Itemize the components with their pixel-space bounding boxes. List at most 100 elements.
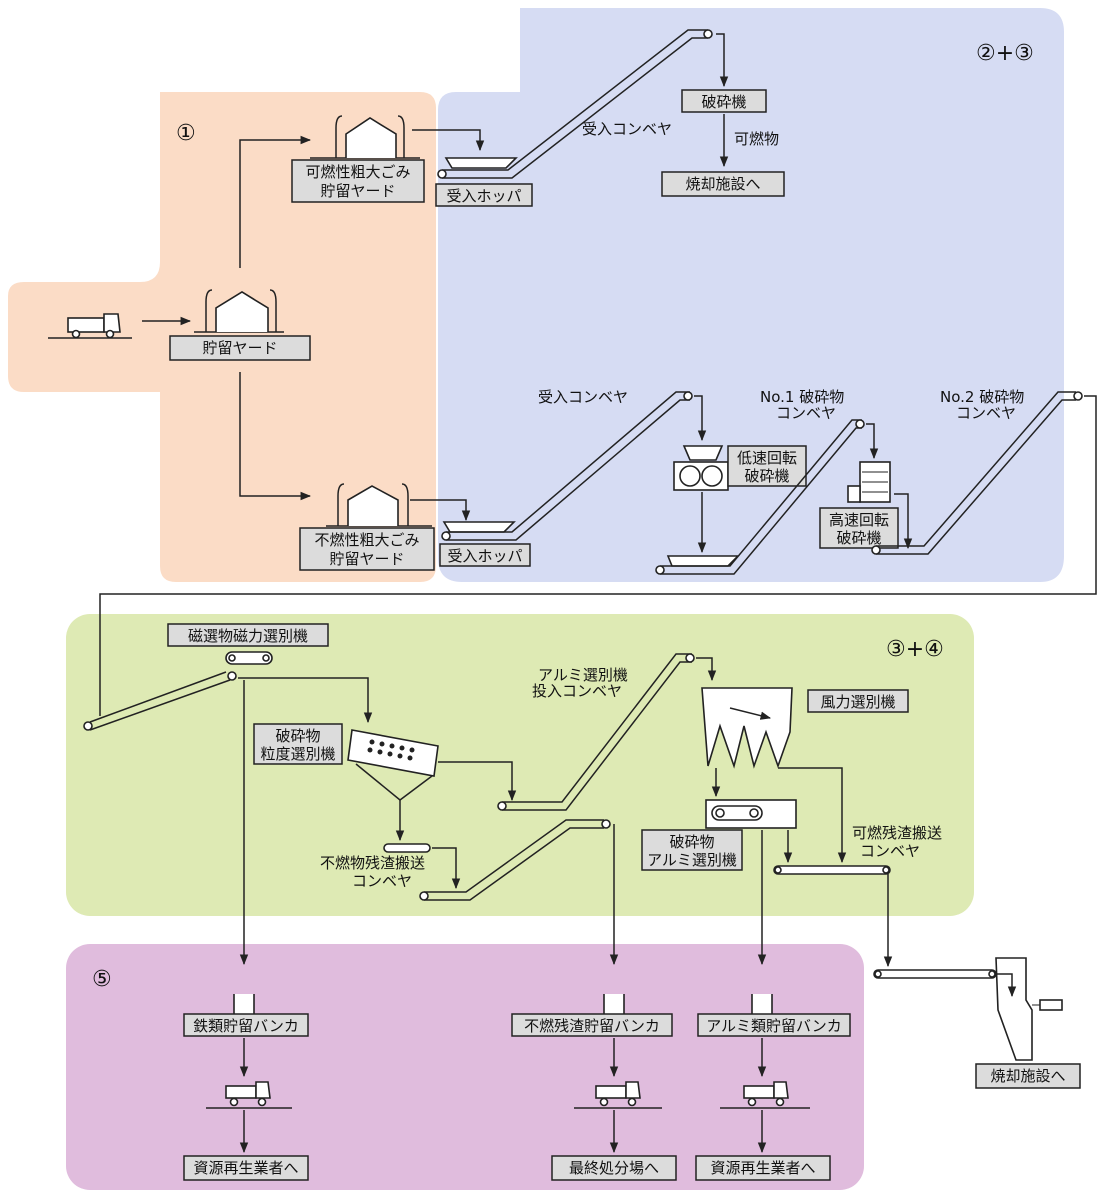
to-incineration-top-label: 焼却施設へ	[685, 175, 760, 193]
alu-bunker-label: アルミ類貯留バンカ	[706, 1017, 842, 1035]
combustible-yard-box	[291, 159, 425, 203]
combustible-residue-conveyor-icon	[773, 865, 891, 875]
combustible-to-hopper-arrow	[412, 129, 485, 152]
no2-conveyor-label-2: コンベヤ	[956, 404, 1016, 422]
no1-conveyor-label-2: コンベヤ	[776, 404, 836, 422]
combustible-yard-building-icon	[310, 115, 420, 159]
alu-separator-label-2: アルミ選別機	[647, 851, 737, 869]
conveyor-to-crusher-arrow	[716, 33, 729, 88]
to-landfill-label: 最終処分場へ	[569, 1159, 659, 1177]
zone-3-4-label: ③+④	[886, 637, 944, 662]
no1-to-high-speed-arrow	[866, 423, 879, 460]
alu-feed-conveyor-icon	[497, 653, 695, 811]
zone-1-label: ①	[176, 121, 196, 146]
noncombustible-to-hopper-arrow	[410, 499, 471, 522]
conveyor-to-low-speed-arrow	[694, 395, 707, 442]
particle-separator-label-1: 破砕物	[275, 727, 320, 745]
zone-5-label: ⑤	[92, 967, 112, 992]
alu-separator-icon	[705, 799, 797, 829]
receiving-hopper-bottom-label: 受入ホッパ	[447, 547, 522, 565]
to-recycler-2-box	[695, 1155, 831, 1181]
high-speed-to-no2-arrow	[894, 493, 913, 550]
iron-bunker-box	[183, 1013, 309, 1037]
wind-to-comb-residue-arrow	[778, 767, 847, 864]
low-speed-crusher-icon	[673, 445, 729, 491]
high-speed-crusher-label-2: 破砕機	[836, 529, 881, 547]
magnetic-separator-label: 磁選物磁力選別機	[188, 627, 308, 645]
high-speed-crusher-box	[819, 507, 899, 549]
combustible-yard-label-1: 可燃性粗大ごみ	[305, 163, 410, 181]
zone-2-3-area	[438, 8, 1064, 582]
high-speed-crusher-label-1: 高速回転	[829, 511, 889, 529]
wind-separator-label: 風力選別機	[820, 693, 895, 711]
noncomb-bunker-box	[511, 1013, 673, 1037]
alu-bunker-box	[697, 1013, 851, 1037]
receiving-hopper-top-icon	[444, 157, 518, 169]
comb-residue-conveyor-label-1: 可燃残渣搬送	[852, 824, 942, 842]
to-incineration-bottom-label: 焼却施設へ	[990, 1067, 1065, 1085]
combustible-yard-label-2: 貯留ヤード	[320, 182, 395, 200]
collection-truck-icon	[48, 313, 132, 339]
high-speed-crusher-icon	[847, 461, 891, 503]
iron-truck-icon	[206, 1081, 292, 1109]
noncombustible-yard-building-icon	[326, 483, 432, 527]
no1-conveyor-label-1: No.1 破砕物	[760, 388, 844, 406]
low-speed-crusher-label-2: 破砕機	[744, 467, 789, 485]
alu-truck-icon	[720, 1081, 810, 1109]
noncombustible-residue-conveyor-icon	[383, 843, 431, 853]
receiving-conveyor-top-label: 受入コンベヤ	[582, 120, 672, 138]
combustible-label: 可燃物	[734, 130, 779, 148]
zone-5-area	[66, 944, 864, 1190]
magnetic-separator-box	[167, 623, 329, 647]
storage-yard-label: 貯留ヤード	[202, 339, 277, 357]
particle-separator-label-2: 粒度選別機	[260, 745, 335, 763]
receiving-conveyor-bottom-label: 受入コンベヤ	[538, 388, 628, 406]
noncombustible-yard-label-1: 不燃性粗大ごみ	[314, 531, 419, 549]
receiving-hopper-top-box	[435, 183, 533, 207]
to-particle-sep-arrow	[238, 677, 373, 724]
landfill-truck-icon	[574, 1081, 662, 1109]
alu-separator-label-1: 破砕物	[669, 833, 714, 851]
residue-to-conveyor-arrow	[432, 847, 461, 890]
to-incineration-bottom-box	[975, 1063, 1081, 1089]
feed-to-wind-sep-arrow	[696, 657, 717, 682]
alu-feed-conveyor-label-1: アルミ選別機	[538, 666, 628, 684]
zone-2-3-label: ②+③	[976, 41, 1034, 66]
alu-separator-box	[641, 829, 743, 871]
receiving-hopper-bottom-icon	[442, 521, 516, 533]
residue-incline-conveyor-icon	[419, 819, 611, 901]
no2-conveyor-label-1: No.2 破砕物	[940, 388, 1024, 406]
storage-yard-building-icon	[194, 289, 284, 333]
yard-to-combustible-arrow	[239, 135, 312, 268]
noncomb-residue-conveyor-label-1: 不燃物残渣搬送	[320, 854, 425, 872]
iron-bunker-label: 鉄類貯留バンカ	[193, 1017, 299, 1035]
magnetic-separator-icon	[225, 651, 273, 665]
particle-separator-box	[253, 723, 343, 765]
receiving-conveyor-bottom-icon	[441, 391, 693, 541]
receiving-conveyor-top-icon	[437, 29, 713, 179]
to-recycler-2-label: 資源再生業者へ	[710, 1159, 815, 1177]
transfer-line	[99, 395, 1097, 716]
incineration-feed-conveyor-icon	[873, 969, 997, 979]
conveyor-to-incinerator-arrow	[996, 973, 1017, 998]
wind-separator-box	[807, 689, 909, 713]
receiving-hopper-bottom-box	[439, 543, 531, 567]
wind-separator-icon	[701, 687, 793, 769]
low-speed-crusher-label-1: 低速回転	[737, 449, 797, 467]
crusher-box	[681, 89, 767, 113]
no2-conveyor-icon	[871, 391, 1083, 555]
feed-conveyor-icon	[83, 671, 237, 731]
incinerator-icon	[995, 957, 1063, 1061]
to-landfill-box	[551, 1155, 677, 1181]
yard-to-noncombustible-arrow	[239, 372, 312, 501]
crusher-label: 破砕機	[701, 93, 746, 111]
low-speed-crusher-box	[727, 445, 807, 487]
comb-residue-conveyor-label-2: コンベヤ	[860, 842, 920, 860]
to-recycler-1-box	[183, 1155, 309, 1181]
to-recycler-1-label: 資源再生業者へ	[193, 1159, 298, 1177]
noncomb-residue-conveyor-label-2: コンベヤ	[352, 872, 412, 890]
alu-feed-conveyor-label-2: 投入コンベヤ	[532, 682, 622, 700]
noncombustible-yard-box	[299, 527, 435, 571]
